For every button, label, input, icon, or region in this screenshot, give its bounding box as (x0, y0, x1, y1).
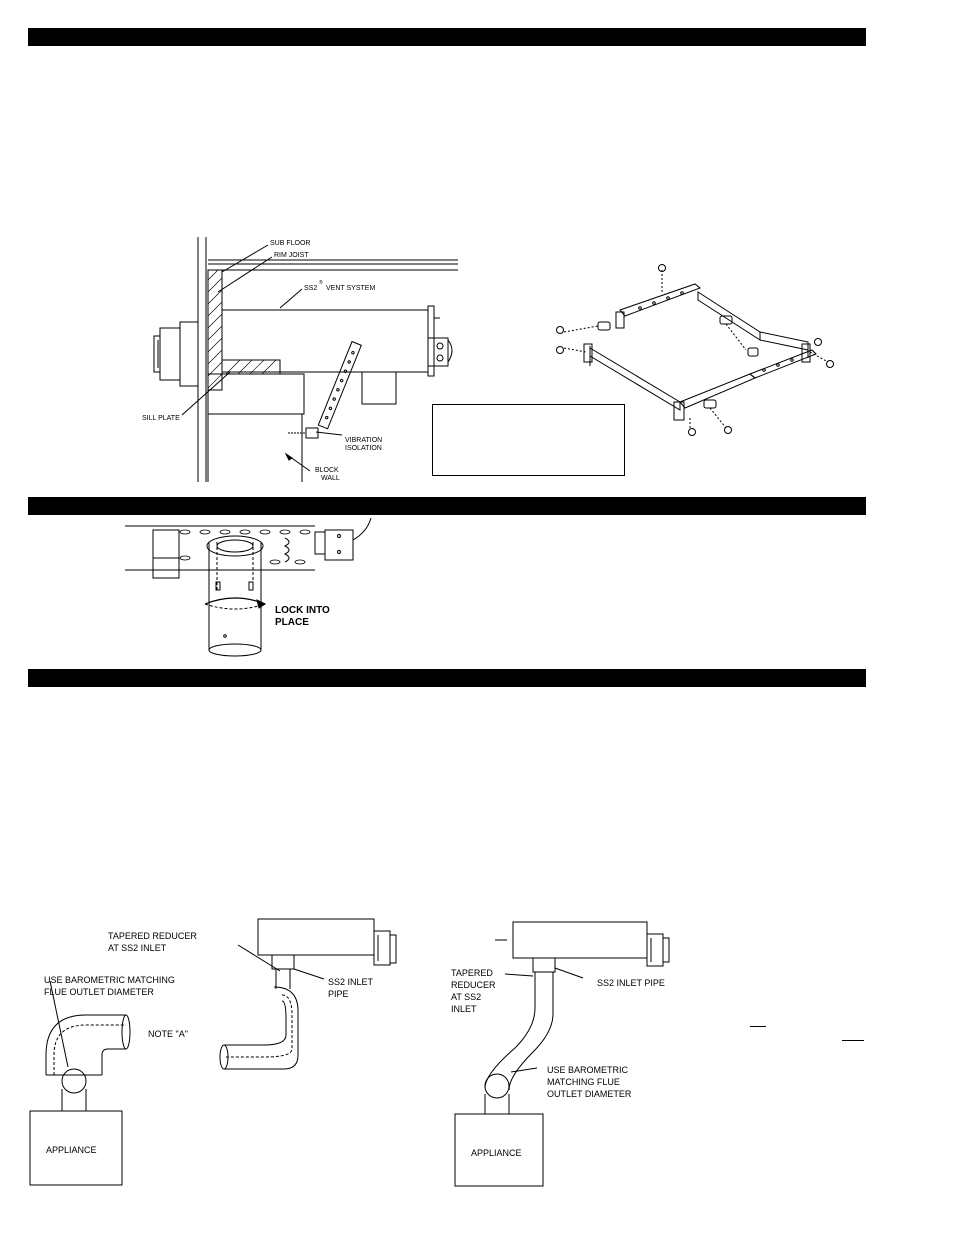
ss2-inlet-pipe-label: SS2 INLET PIPE (597, 978, 665, 988)
lock-into-place-diagram: LOCK INTO PLACE (125, 518, 372, 657)
registered-mark: ® (319, 279, 323, 286)
barometric-label-r3: OUTLET DIAMETER (547, 1089, 632, 1099)
appliance-label-right: APPLIANCE (471, 1148, 522, 1158)
barometric-label-2: FLUE OUTLET DIAMETER (44, 987, 154, 997)
note-a-label: NOTE "A" (148, 1029, 188, 1039)
section-header-bar-1 (28, 28, 866, 46)
sub-floor-label: SUB FLOOR (270, 240, 310, 247)
inlet-pipe-label-1: SS2 INLET (328, 977, 374, 987)
wall-label: WALL (321, 475, 340, 482)
section-header-bar-3 (28, 669, 866, 687)
barometric-label-r2: MATCHING FLUE (547, 1077, 620, 1087)
tapered-label-1: TAPERED (451, 968, 493, 978)
place-label: PLACE (275, 617, 309, 628)
bracket-kit-diagram (556, 264, 834, 436)
isolation-label: ISOLATION (345, 445, 382, 452)
appliance-label-left: APPLIANCE (46, 1145, 97, 1155)
vent-system-label: SS2 (304, 285, 317, 292)
appliance-connection-diagram-right: TAPERED REDUCER AT SS2 INLET SS2 INLET P… (451, 921, 670, 1187)
tapered-label-4: INLET (451, 1004, 477, 1014)
rim-joist-label: RIM JOIST (274, 252, 309, 259)
barometric-label-r1: USE BAROMETRIC (547, 1065, 629, 1075)
tapered-label-2: REDUCER (451, 980, 496, 990)
barometric-label-1: USE BAROMETRIC MATCHING (44, 975, 175, 985)
inlet-pipe-label-2: PIPE (328, 989, 349, 999)
block-label: BLOCK (315, 467, 339, 474)
tapered-label-3: AT SS2 (451, 992, 481, 1002)
sill-plate-label: SILL PLATE (142, 415, 180, 422)
note-box (432, 404, 625, 476)
vibration-label: VIBRATION (345, 437, 382, 444)
vent-system-suffix-label: VENT SYSTEM (326, 285, 375, 292)
lock-into-label: LOCK INTO (275, 605, 330, 616)
appliance-connection-diagram-left: TAPERED REDUCER AT SS2 INLET USE BAROMET… (29, 918, 397, 1186)
at-ss2-inlet-label: AT SS2 INLET (108, 943, 167, 953)
tapered-reducer-label: TAPERED REDUCER (108, 931, 197, 941)
section-header-bar-2 (28, 497, 866, 515)
installation-diagram: SUB FLOOR RIM JOIST SS2 ® VENT SYSTEM SI… (142, 237, 458, 482)
underline-mark-2 (842, 1040, 864, 1041)
underline-mark-1 (750, 1026, 766, 1027)
